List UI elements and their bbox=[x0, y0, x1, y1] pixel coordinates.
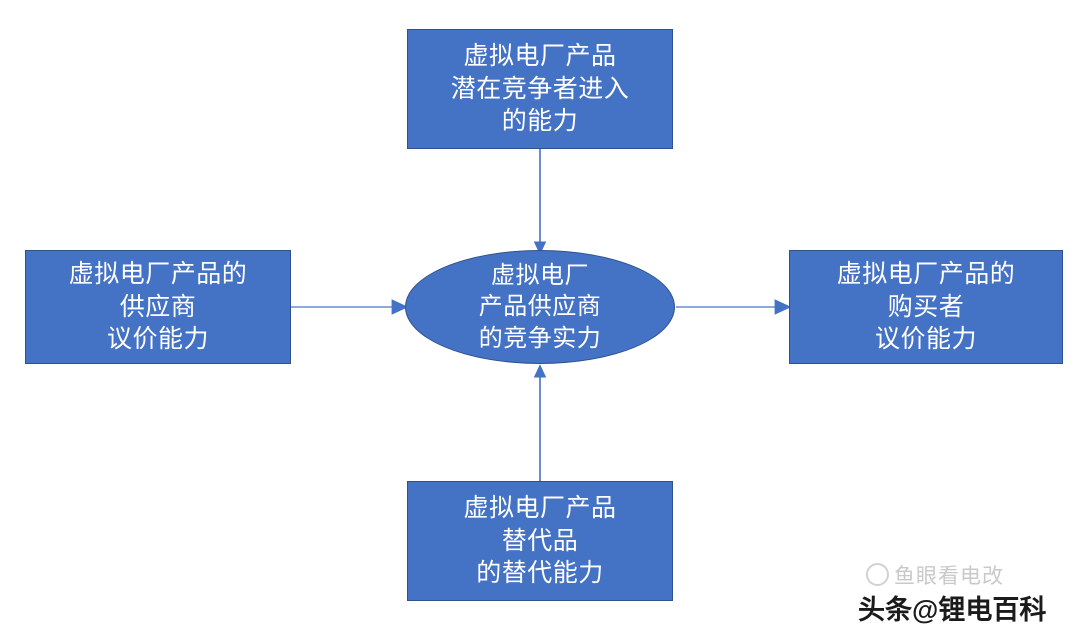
watermark-platform: 头条@锂电百科 bbox=[858, 588, 1046, 627]
node-industry-rivalry-line-3: 的竞争实力 bbox=[478, 324, 602, 352]
node-buyers-line-1: 虚拟电厂产品的 bbox=[836, 260, 1016, 289]
node-new-entrants-line-1: 虚拟电厂产品 bbox=[463, 42, 617, 71]
node-industry-rivalry[interactable]: 虚拟电厂 产品供应商 的竞争实力 bbox=[405, 250, 675, 364]
node-industry-rivalry-line-2: 产品供应商 bbox=[478, 293, 602, 321]
watermark-platform-text: 头条@锂电百科 bbox=[858, 595, 1047, 625]
node-industry-rivalry-line-1: 虚拟电厂 bbox=[491, 262, 589, 290]
node-suppliers-line-2: 供应商 bbox=[119, 292, 197, 321]
node-new-entrants-line-2: 潜在竞争者进入 bbox=[450, 74, 630, 103]
node-substitutes-line-1: 虚拟电厂产品 bbox=[463, 494, 617, 523]
node-suppliers-line-3: 议价能力 bbox=[106, 325, 209, 354]
node-substitutes[interactable]: 虚拟电厂产品 替代品 的替代能力 bbox=[407, 481, 673, 601]
node-new-entrants[interactable]: 虚拟电厂产品 潜在竞争者进入 的能力 bbox=[407, 29, 673, 149]
node-buyers[interactable]: 虚拟电厂产品的 购买者 议价能力 bbox=[789, 250, 1063, 364]
watermark-channel: 鱼眼看电改 bbox=[866, 560, 1004, 590]
node-buyers-line-2: 购买者 bbox=[887, 292, 965, 321]
watermark-channel-text: 鱼眼看电改 bbox=[894, 565, 1004, 588]
channel-avatar-icon bbox=[866, 563, 889, 586]
node-new-entrants-line-3: 的能力 bbox=[501, 107, 579, 136]
node-substitutes-line-2: 替代品 bbox=[501, 526, 579, 555]
node-suppliers-line-1: 虚拟电厂产品的 bbox=[68, 260, 248, 289]
node-substitutes-line-3: 的替代能力 bbox=[476, 559, 604, 588]
node-buyers-line-3: 议价能力 bbox=[874, 325, 977, 354]
node-suppliers[interactable]: 虚拟电厂产品的 供应商 议价能力 bbox=[25, 250, 291, 364]
